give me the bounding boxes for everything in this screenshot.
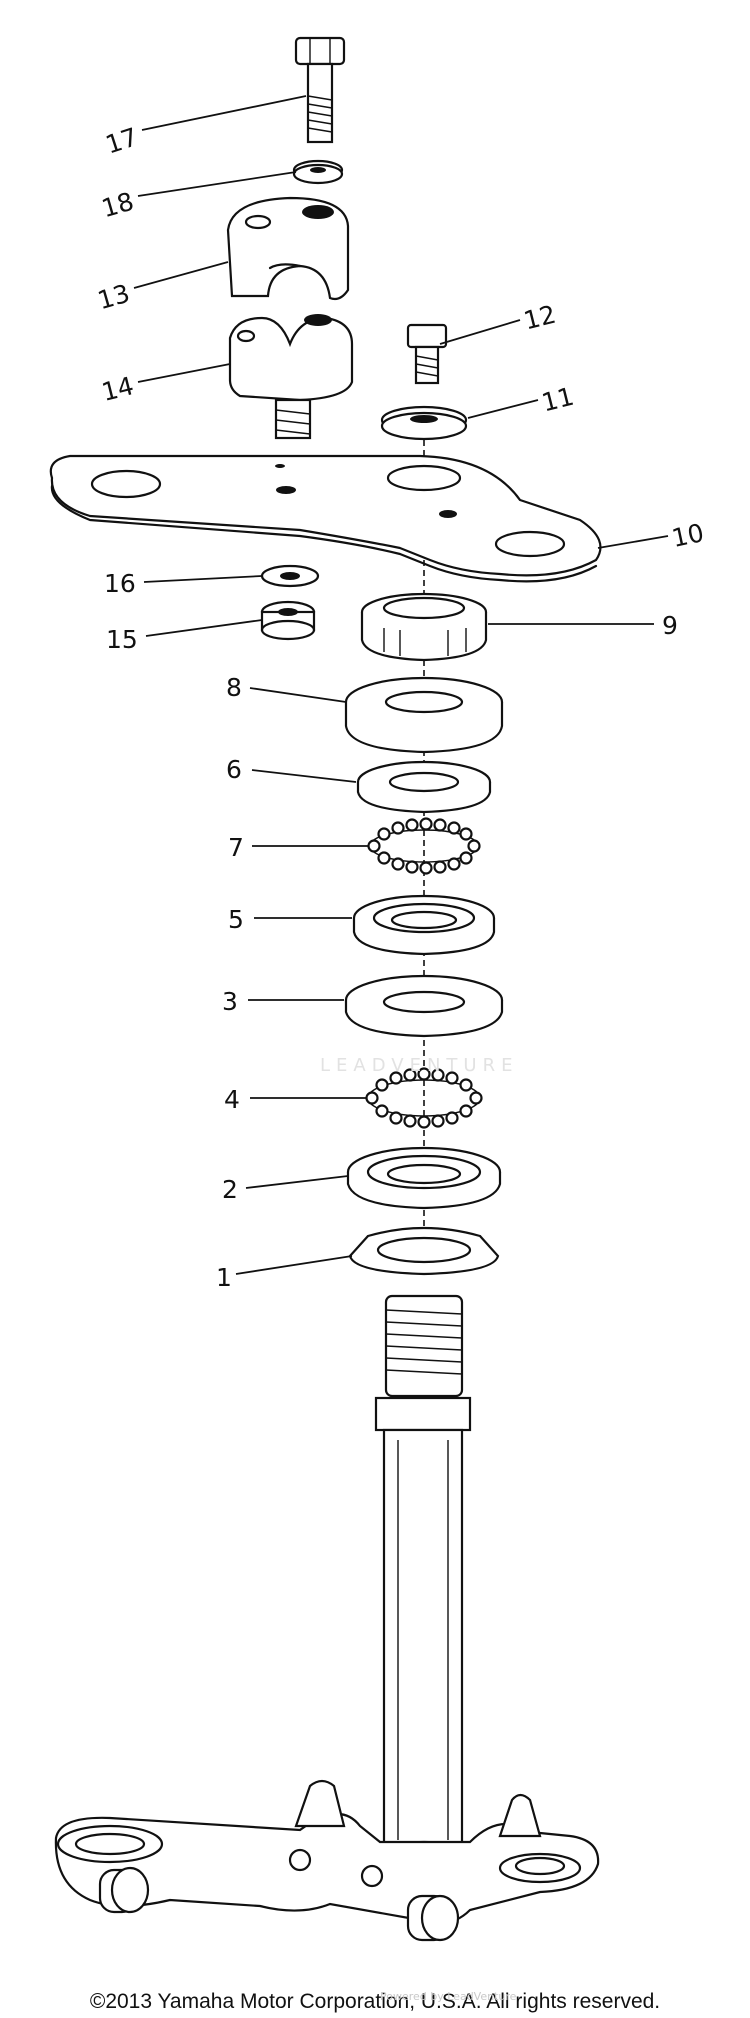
callout-14: 14: [99, 371, 137, 407]
part-11-washer: [380, 405, 468, 441]
part-7-ball-bearing: [367, 817, 481, 875]
callout-13: 13: [94, 279, 133, 316]
part-16-washer: [260, 564, 320, 588]
callout-5: 5: [228, 905, 244, 934]
callout-labels: 17 18 13 14 12 11 10 16 15 9 8 6 7 5 3 4…: [94, 122, 706, 1292]
part-3-lower-race: [344, 974, 504, 1038]
part-4-ball-bearing: [365, 1067, 483, 1129]
callout-4: 4: [224, 1085, 240, 1114]
callout-2: 2: [222, 1175, 238, 1204]
callout-10: 10: [669, 518, 706, 553]
part-6-race: [356, 760, 492, 814]
part-12-bolt: [406, 323, 448, 385]
callout-7: 7: [228, 833, 244, 862]
part-10-upper-bracket: [49, 454, 602, 583]
callout-18: 18: [98, 187, 137, 224]
part-under-bracket: [54, 1779, 600, 1942]
part-8-dust-seal: [344, 676, 504, 754]
part-18-washer: [292, 159, 344, 185]
part-1-dust-seal: [348, 1226, 500, 1276]
callout-12: 12: [521, 300, 559, 336]
steering-stem: [372, 1294, 476, 1872]
copyright-notice: ©2013 Yamaha Motor Corporation, U.S.A. A…: [89, 1990, 661, 2013]
part-13-upper-handlebar-clamp: [226, 196, 350, 301]
callout-17: 17: [102, 122, 141, 159]
callout-16: 16: [104, 569, 136, 598]
callout-15: 15: [106, 625, 138, 654]
callout-1: 1: [216, 1263, 232, 1292]
part-17-bolt: [294, 36, 346, 144]
watermark: LEADVENTURE: [320, 1055, 519, 1076]
part-9-ring-nut: [360, 592, 488, 662]
callout-11: 11: [539, 382, 577, 418]
part-15-nut: [260, 600, 316, 641]
part-2-race: [346, 1146, 502, 1210]
watermark-sub: Powered by LeadVenture: [380, 1990, 517, 2003]
callout-9: 9: [662, 611, 678, 640]
part-14-lower-handlebar-clamp: [228, 314, 354, 440]
callout-8: 8: [226, 673, 242, 702]
leader-lines: [133, 95, 669, 1275]
callout-3: 3: [222, 987, 238, 1016]
callout-6: 6: [226, 755, 242, 784]
part-5-upper-race: [352, 894, 496, 956]
